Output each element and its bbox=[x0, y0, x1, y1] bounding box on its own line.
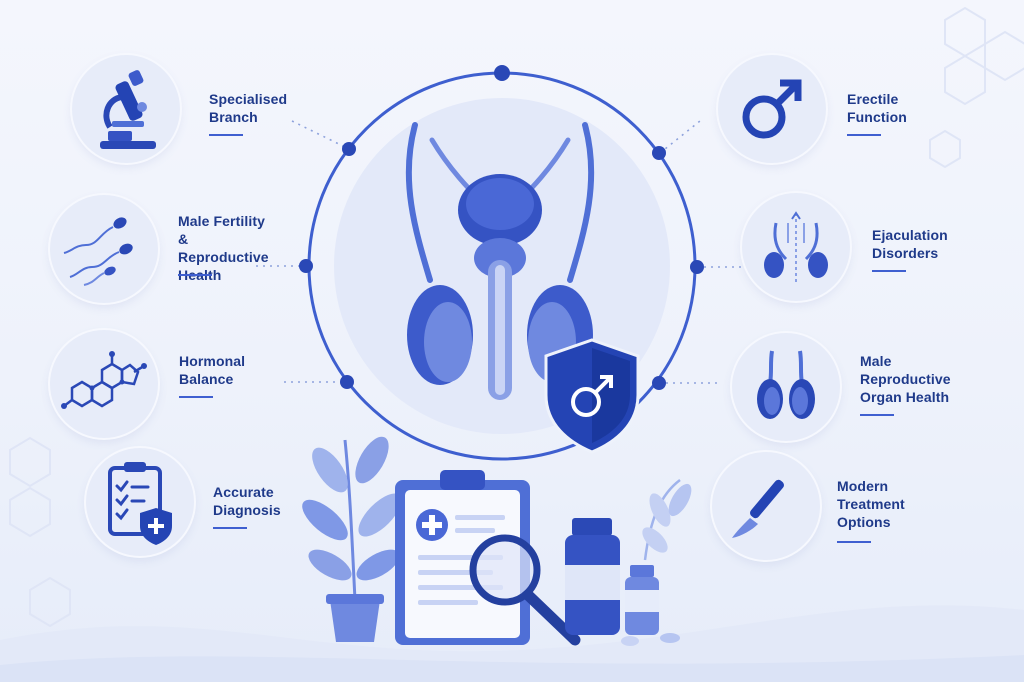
item-label: Accurate Diagnosis bbox=[213, 484, 281, 518]
item-label: Specialised Branch bbox=[209, 91, 288, 125]
magnifier-illustration bbox=[469, 534, 581, 646]
item-label: Erectile Function bbox=[847, 91, 907, 125]
male-symbol-icon bbox=[718, 55, 826, 163]
label-underline bbox=[178, 274, 212, 276]
label-underline bbox=[179, 396, 213, 398]
item-label: Ejaculation Disorders bbox=[872, 227, 948, 261]
label-underline bbox=[860, 414, 894, 416]
molecule-icon bbox=[50, 330, 158, 438]
medicine-bottles-illustration bbox=[565, 479, 692, 646]
label-underline bbox=[837, 541, 871, 543]
plant-illustration bbox=[302, 436, 402, 642]
label-underline bbox=[847, 134, 881, 136]
item-label: Male Reproductive Organ Health bbox=[860, 353, 951, 405]
scalpel-icon bbox=[712, 452, 820, 560]
sperm-icon bbox=[50, 195, 158, 303]
label-underline bbox=[209, 134, 243, 136]
shield-male-icon bbox=[544, 338, 640, 454]
testes-icon bbox=[732, 333, 840, 441]
microscope-icon bbox=[72, 55, 180, 163]
anatomy-illustration bbox=[405, 122, 595, 400]
item-label: Modern Treatment Options bbox=[837, 478, 905, 530]
clipboard-shield-icon bbox=[86, 448, 194, 556]
reproductive-ducts-icon bbox=[742, 193, 850, 301]
label-underline bbox=[213, 527, 247, 529]
label-underline bbox=[872, 270, 906, 272]
item-label: Hormonal Balance bbox=[179, 353, 246, 387]
item-label: Male Fertility & Reproductive Health bbox=[178, 213, 269, 283]
